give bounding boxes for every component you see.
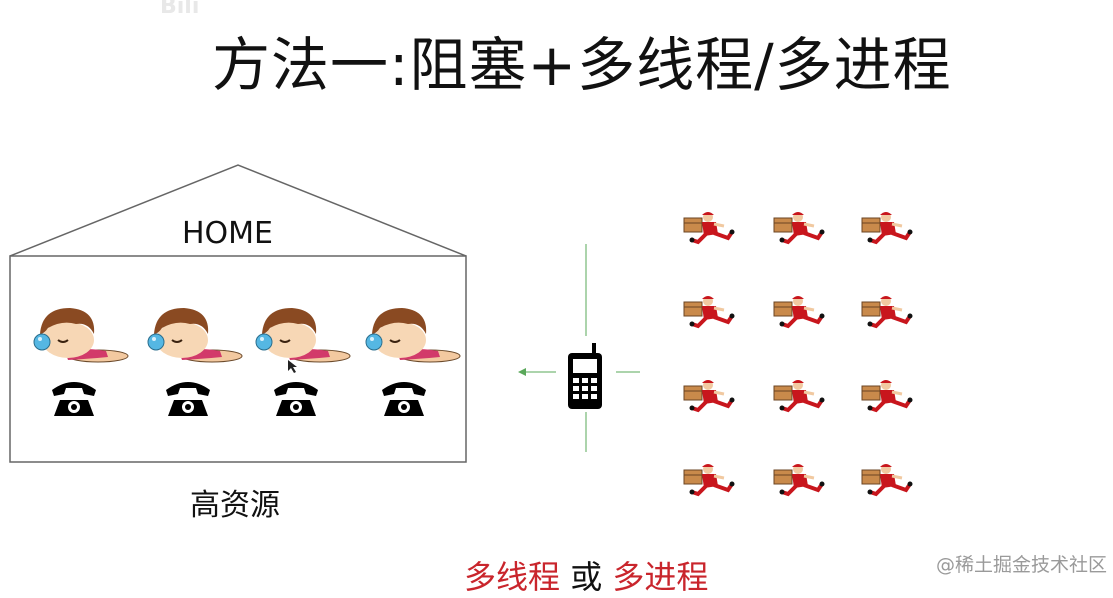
slide-title: 方法一:阻塞+多线程/多进程 (212, 31, 952, 99)
telephone-icon (274, 382, 318, 416)
sleeping-girl-icon (365, 307, 461, 363)
telephone-icon (166, 382, 210, 416)
bottom-multithread: 多线程 (464, 558, 561, 596)
couriers-grid (682, 210, 915, 497)
bottom-connector: 或 (570, 558, 603, 596)
sleepers (33, 307, 461, 363)
house-frame (9, 255, 467, 463)
telephone-icon (52, 382, 96, 416)
courier-icon (860, 210, 915, 245)
mouse-cursor-icon (288, 360, 297, 373)
house-caption: 高资源 (190, 488, 280, 523)
courier-icon (682, 378, 737, 413)
courier-icon (682, 462, 737, 497)
sleeping-girl-icon (33, 307, 129, 363)
house-roof (9, 164, 467, 257)
courier-icon (772, 294, 827, 329)
arrow-left-icon (518, 368, 526, 376)
watermark: @稀土掘金技术社区 (936, 554, 1108, 576)
sleeping-girl-icon (255, 307, 351, 363)
signal-lines (518, 244, 640, 452)
courier-icon (860, 294, 915, 329)
bottom-multiprocess: 多进程 (612, 558, 709, 596)
sleeping-girl-icon (147, 307, 243, 363)
courier-icon (772, 462, 827, 497)
courier-icon (682, 210, 737, 245)
courier-icon (860, 378, 915, 413)
bottom-caption: 多线程 或 多进程 (464, 552, 708, 598)
courier-icon (772, 378, 827, 413)
courier-icon (682, 294, 737, 329)
house (9, 164, 467, 463)
telephone-icon (382, 382, 426, 416)
courier-icon (860, 462, 915, 497)
courier-icon (772, 210, 827, 245)
mobile-phone-icon (568, 343, 602, 409)
house-label: HOME (182, 216, 274, 251)
bilibili-logo-faint: Bili (160, 0, 200, 19)
telephones (52, 382, 426, 416)
